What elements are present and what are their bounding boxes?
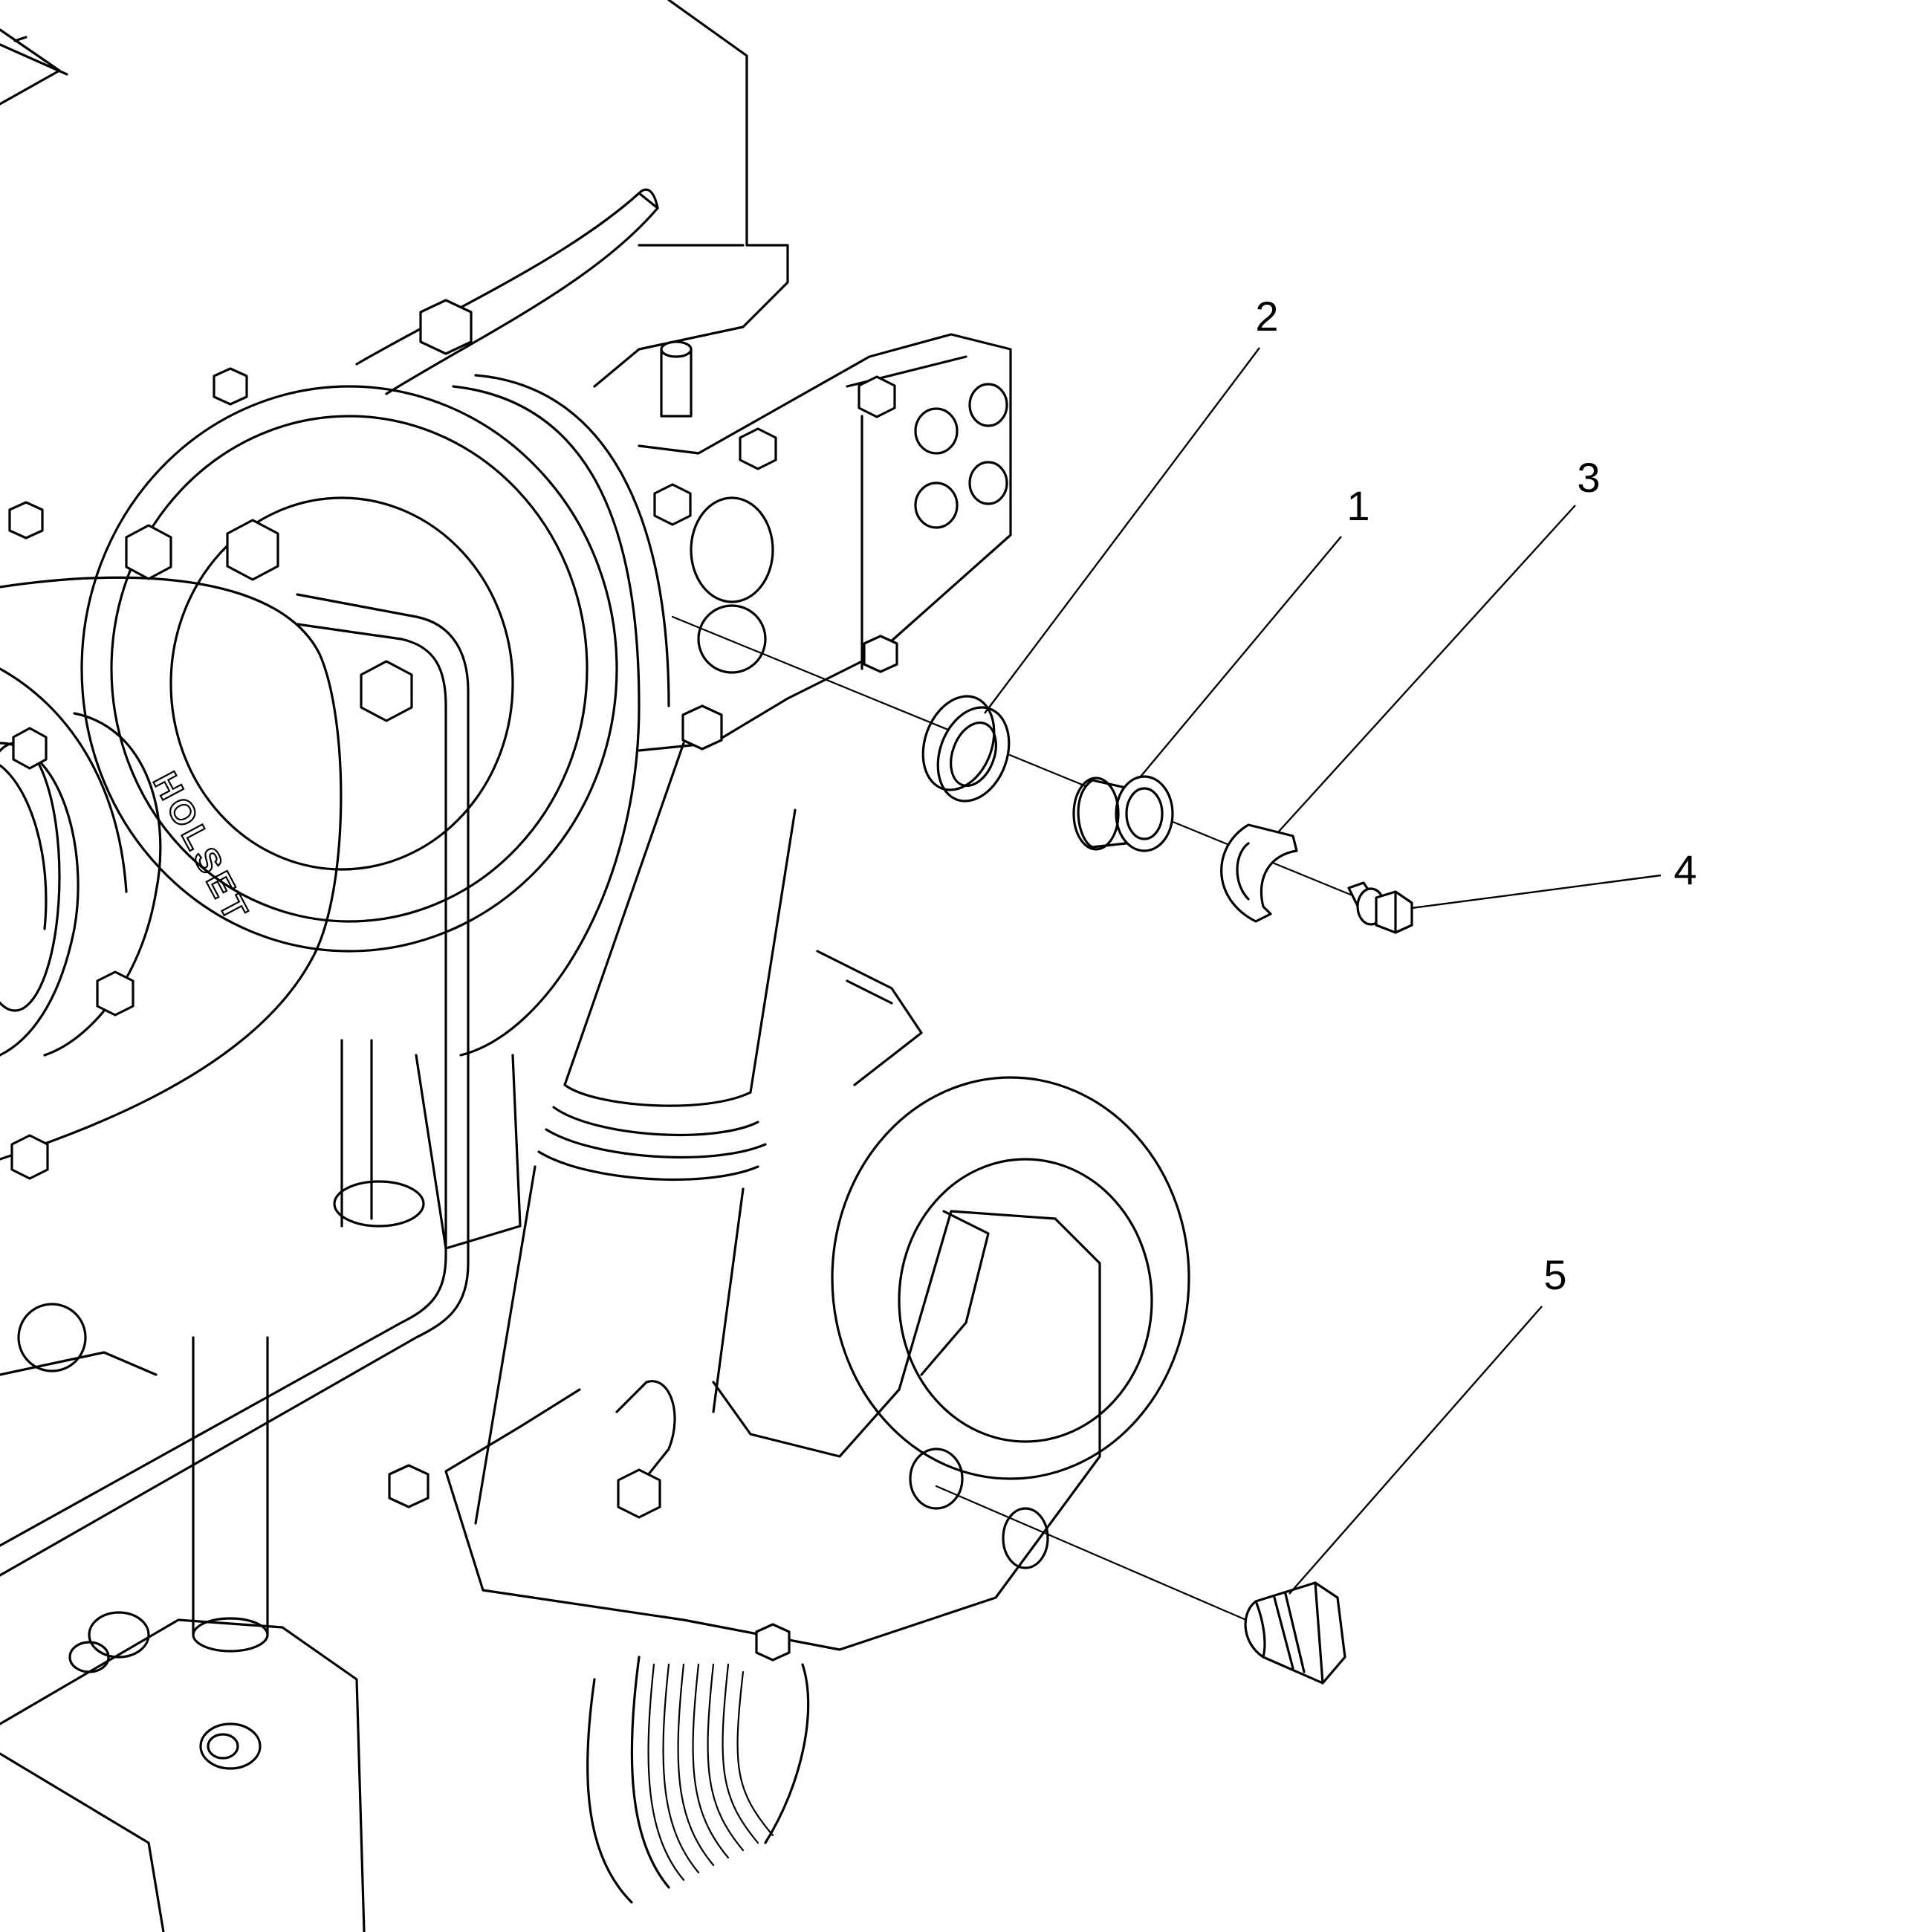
exploded-assembly [671,615,1413,1685]
turbocharger-housing [80,374,670,1250]
callout-5: 5 [1288,1251,1567,1595]
plug-axis-line [935,1485,1265,1629]
part-retaining-clip [1220,823,1298,923]
engine-housing [0,0,789,388]
mounting-bracket [638,333,1012,752]
callout-4: 4 [1411,846,1697,910]
part-plug [1244,1581,1346,1685]
turbine-flange-bolts [8,299,473,1180]
callout-number-1: 1 [1346,482,1369,529]
callout-number-2: 2 [1255,293,1278,340]
lower-block [0,1303,366,1932]
part-flange-bolt [1347,881,1413,934]
callout-2: 2 [984,293,1279,714]
turbine-housing: HOLSET [0,576,343,1161]
callout-number-4: 4 [1673,846,1696,893]
callout-1: 1 [1140,482,1370,777]
callout-3: 3 [1277,454,1601,833]
part-sealing-washer [921,695,1011,803]
callouts: 2 1 3 4 5 [984,293,1697,1595]
oil-feed-lines [0,593,470,1653]
coolant-pipe [474,742,797,1525]
callout-number-5: 5 [1543,1251,1566,1298]
pulley [586,1656,810,1904]
upper-hose [355,188,659,395]
water-pump-housing [388,950,1190,1662]
part-sleeve-bushing [1072,775,1174,852]
callout-number-3: 3 [1577,454,1600,501]
